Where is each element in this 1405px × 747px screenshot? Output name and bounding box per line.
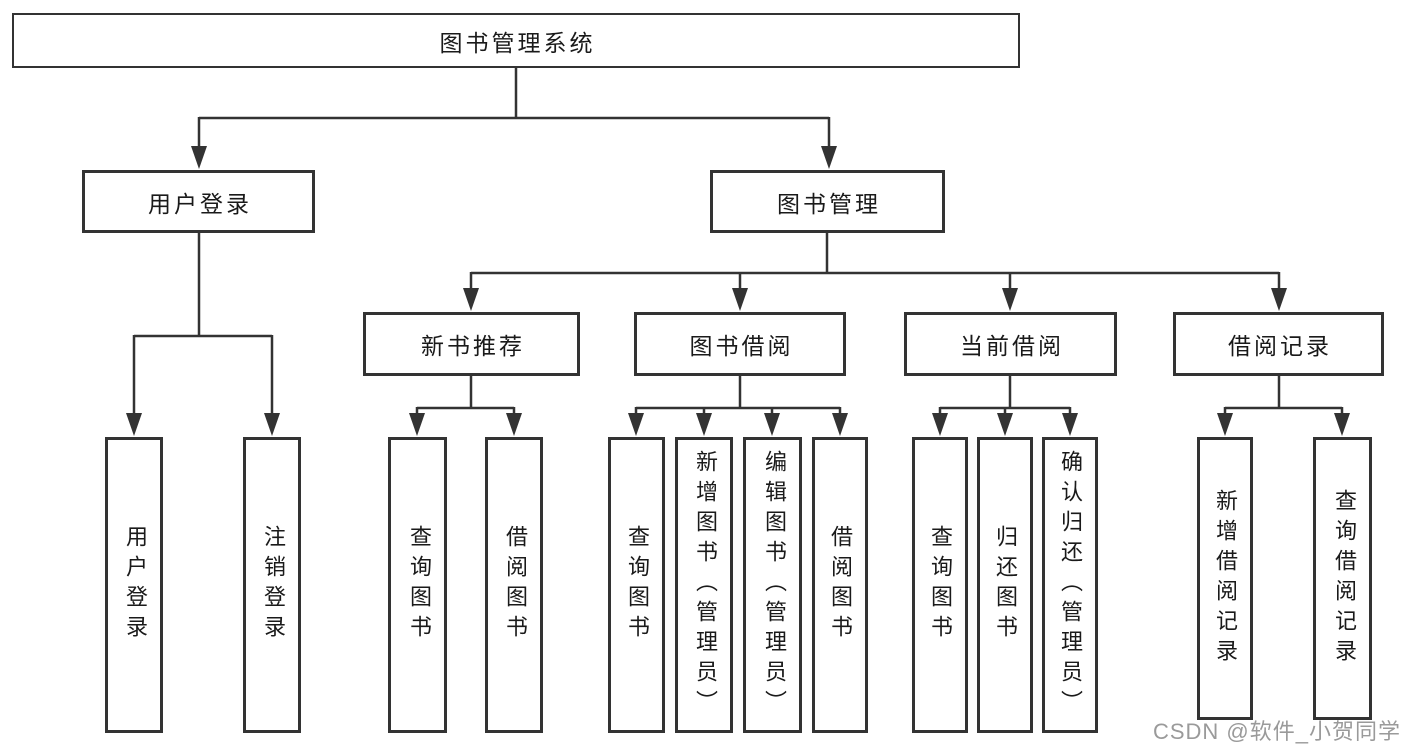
arrowheads-level3 — [463, 288, 1287, 311]
leaf-search-books-recommend: 查询图书 — [388, 437, 447, 733]
csdn-watermark: CSDN @软件_小贺同学 — [1152, 719, 1401, 744]
node-root-library-system: 图书管理系统 — [12, 13, 1020, 68]
node-current-borrowing: 当前借阅 — [904, 312, 1117, 376]
node-borrowing-records: 借阅记录 — [1173, 312, 1384, 376]
leaf-search-books-borrowing: 查询图书 — [608, 437, 665, 733]
node-book-borrowing: 图书借阅 — [634, 312, 846, 376]
leaf-add-books-admin: 新增图书（管理员） — [675, 437, 733, 733]
arrowheads-userlogin-leaves — [126, 413, 280, 436]
leaf-edit-books-admin: 编辑图书（管理员） — [743, 437, 802, 733]
arrowheads-level2 — [191, 146, 837, 169]
leaf-logout: 注销登录 — [243, 437, 301, 733]
leaf-borrow-books-borrowing: 借阅图书 — [812, 437, 868, 733]
connector-userlogin-to-leaves — [132, 233, 274, 414]
leaf-borrow-books-recommend: 借阅图书 — [485, 437, 543, 733]
connector-root-to-level2 — [197, 68, 831, 147]
node-user-login-branch: 用户登录 — [82, 170, 315, 233]
leaf-search-borrow-record: 查询借阅记录 — [1313, 437, 1372, 720]
leaf-search-books-current: 查询图书 — [912, 437, 968, 733]
leaf-user-login: 用户登录 — [105, 437, 163, 733]
arrowheads-leaves — [409, 413, 1350, 436]
leaf-return-books: 归还图书 — [977, 437, 1033, 733]
connector-borrowrecord-to-leaves — [1223, 376, 1344, 414]
leaf-add-borrow-record: 新增借阅记录 — [1197, 437, 1253, 720]
connector-bookborrow-to-leaves — [634, 376, 842, 414]
leaf-confirm-return-admin: 确认归还（管理员） — [1042, 437, 1098, 733]
connector-currentborrow-to-leaves — [938, 376, 1072, 414]
connector-bookmgmt-to-level3 — [469, 233, 1281, 290]
node-new-book-recommend: 新书推荐 — [363, 312, 580, 376]
connector-newbook-to-leaves — [415, 376, 516, 414]
node-book-management-branch: 图书管理 — [710, 170, 945, 233]
